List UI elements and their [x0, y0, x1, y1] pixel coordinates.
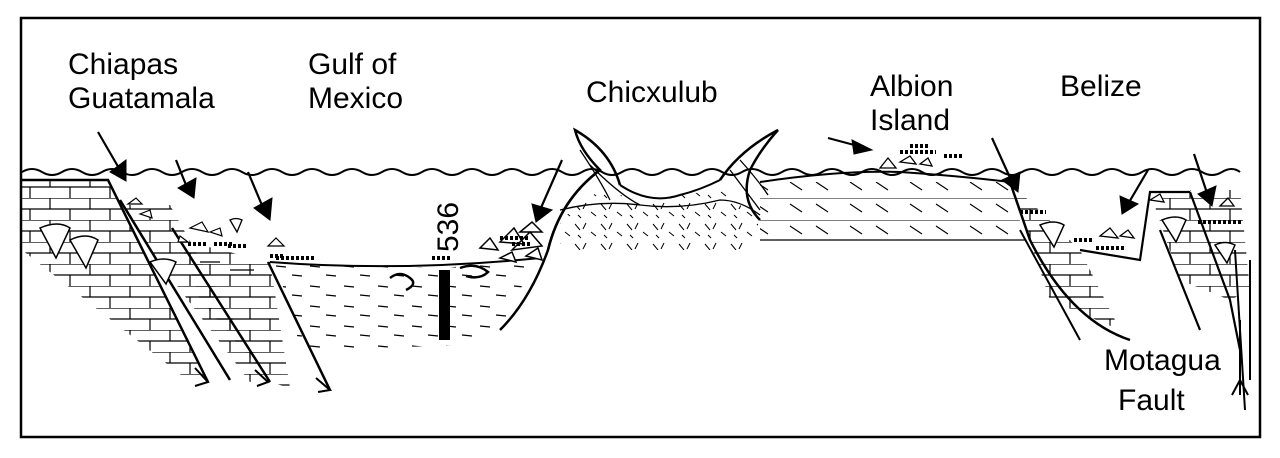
label-site-536: 536: [432, 202, 465, 252]
sea-surface: [21, 168, 1241, 176]
site-536-core: [439, 270, 450, 340]
label-belize: Belize: [1060, 70, 1142, 103]
label-chiapas: Chiapas: [68, 48, 178, 81]
label-chicxulub: Chicxulub: [586, 76, 718, 109]
deposit-arrows: [97, 131, 1217, 223]
chiapas-platform: [22, 178, 333, 393]
diagram-border: [19, 16, 1262, 439]
label-guatamala: Guatamala: [68, 82, 215, 115]
label-island: Island: [870, 104, 950, 137]
gulf-basin: [269, 169, 601, 350]
label-albion: Albion: [870, 70, 953, 103]
belize-margin: [1008, 181, 1251, 411]
label-motagua: Motagua: [1104, 344, 1221, 377]
label-fault: Fault: [1118, 384, 1185, 417]
chicxulub-crater: [546, 127, 779, 251]
yucatan-platform: [759, 144, 1025, 241]
label-mexico: Mexico: [308, 82, 403, 115]
label-gulf-of: Gulf of: [308, 48, 397, 81]
